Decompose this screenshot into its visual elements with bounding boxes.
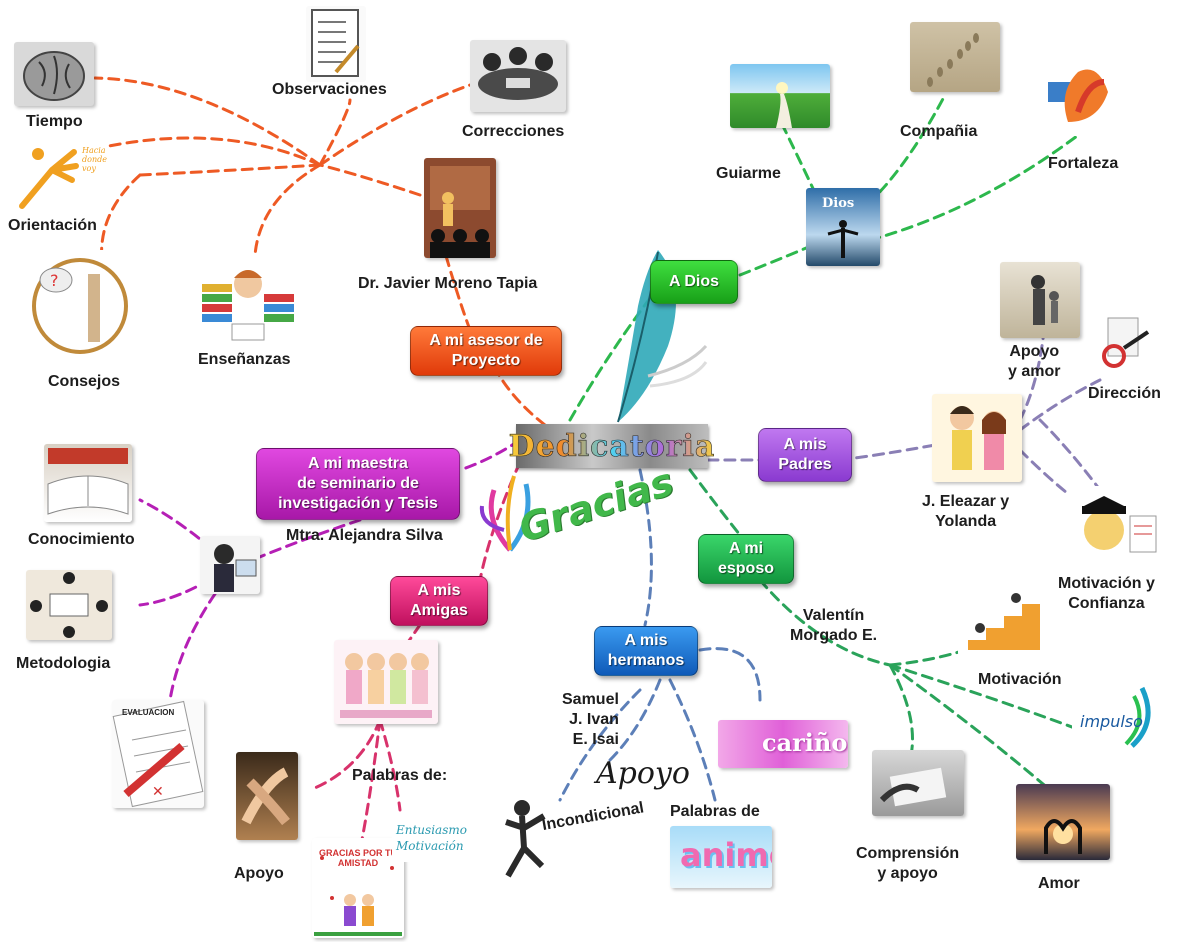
label-padres-names: J. Eleazar y Yolanda [922,493,1010,530]
carino-text: cariño [762,728,848,757]
branch-asesor-label: A mi asesor de Proyecto [429,332,543,369]
jumping-man-image [496,796,552,888]
label-esposo-name: Valentín Morgado E. [790,607,878,644]
label-consejos: Consejos [48,373,121,390]
love-image [1016,784,1110,860]
animo-text: animo [680,836,772,874]
label-compania: Compañia [900,123,978,140]
direction-image [1094,312,1156,374]
label-tiempo: Tiempo [26,113,83,130]
friendship-thanks-text: GRACIAS POR TU AMISTAD [318,848,397,868]
branch-dios: A Dios [650,260,738,304]
branch-maestra-label: A mi maestra de seminario de investigaci… [278,455,438,512]
brain-image [14,42,94,106]
enthusiasm-image: Entusiasmo Motivación [392,818,482,862]
branch-maestra: A mi maestra de seminario de investigaci… [256,448,460,520]
evaluation-image: ✕ EVALUACION [112,700,204,808]
branch-hermanos-label: A mis hermanos [607,632,685,669]
holding-hands-image [236,752,298,840]
label-hermanos-names: Samuel J. Ivan E. Isai [562,691,619,748]
esposo-links [688,468,1082,792]
impulse-text: impulso [1080,712,1143,731]
label-amor: Amor [1038,875,1080,892]
couple-image [1000,262,1080,338]
thinker-image: ? [20,250,132,356]
label-asesor-name: Dr. Javier Moreno Tapia [358,275,538,292]
label-palabras-de: Palabras de: [352,767,448,784]
graduate-image [1068,486,1164,566]
friendship-thanks-image: GRACIAS POR TU AMISTAD [312,838,404,938]
label-fortaleza: Fortaleza [1048,155,1119,172]
label-guiarme: Guiarme [716,165,781,182]
branch-dios-label: A Dios [668,273,720,290]
label-orientacion: Orientación [8,217,97,234]
friends-image [334,640,438,724]
branch-esposo: A mi esposo [698,534,794,584]
road-image [730,64,830,128]
animo-image: animo [670,826,772,888]
label-motivacion: Motivación [978,671,1062,688]
hands-image [1038,52,1118,136]
center-title-text: Dedicatoria [508,428,716,464]
impulse-image: impulso [1072,682,1170,754]
branch-asesor: A mi asesor de Proyecto [410,326,562,376]
support-script-text: Apoyo [596,756,690,791]
hermanos-links [558,468,762,802]
branch-padres-label: A mis Padres [778,436,832,473]
asesor-links [88,76,547,427]
label-observaciones: Observaciones [272,81,387,98]
footprints-image [910,22,1000,92]
label-ensenanzas: Enseñanzas [198,351,291,368]
branch-amigas: A mis Amigas [390,576,488,626]
label-apoyo: Apoyo [234,865,284,882]
label-apoyo-amor: Apoyo y amor [1008,343,1061,380]
carino-image: cariño [718,720,848,768]
label-direccion: Dirección [1088,385,1161,402]
orientation-note-text: Hacia donde voy [82,146,107,173]
svg-text:?: ? [50,271,59,290]
center-title: Dedicatoria [508,424,715,468]
books-image [198,254,298,344]
label-motivacion-confianza: Motivación y Confianza [1058,575,1155,612]
open-book-image [44,444,132,522]
checklist-image [306,6,366,82]
label-comprension: Comprensión y apoyo [856,845,960,882]
orientation-image: Hacia donde voy [12,140,108,212]
label-maestra-name: Mtra. Alejandra Silva [286,527,443,544]
label-metodologia: Metodologia [16,655,111,672]
label-correcciones: Correcciones [462,123,565,140]
teacher-woman-image [200,536,260,594]
evaluation-text: EVALUACION [122,708,175,717]
branch-padres: A mis Padres [758,428,852,482]
svg-text:✕: ✕ [152,784,164,800]
stairs-image [958,586,1050,656]
comprehension-image [872,750,964,816]
god-image-text: Dios [822,196,855,211]
god-image: Dios [806,188,880,266]
enthusiasm-text: Entusiasmo Motivación [396,823,467,853]
parents-image [932,394,1022,482]
branch-hermanos: A mis hermanos [594,626,698,676]
teacher-image [424,158,496,258]
branch-esposo-label: A mi esposo [717,540,774,577]
teamwork-image [26,570,112,640]
label-palabras-de-2: Palabras de [670,803,760,820]
flourish-image [474,470,546,554]
branch-amigas-label: A mis Amigas [410,582,468,619]
label-conocimiento: Conocimiento [28,531,135,548]
meeting-image [470,40,566,112]
